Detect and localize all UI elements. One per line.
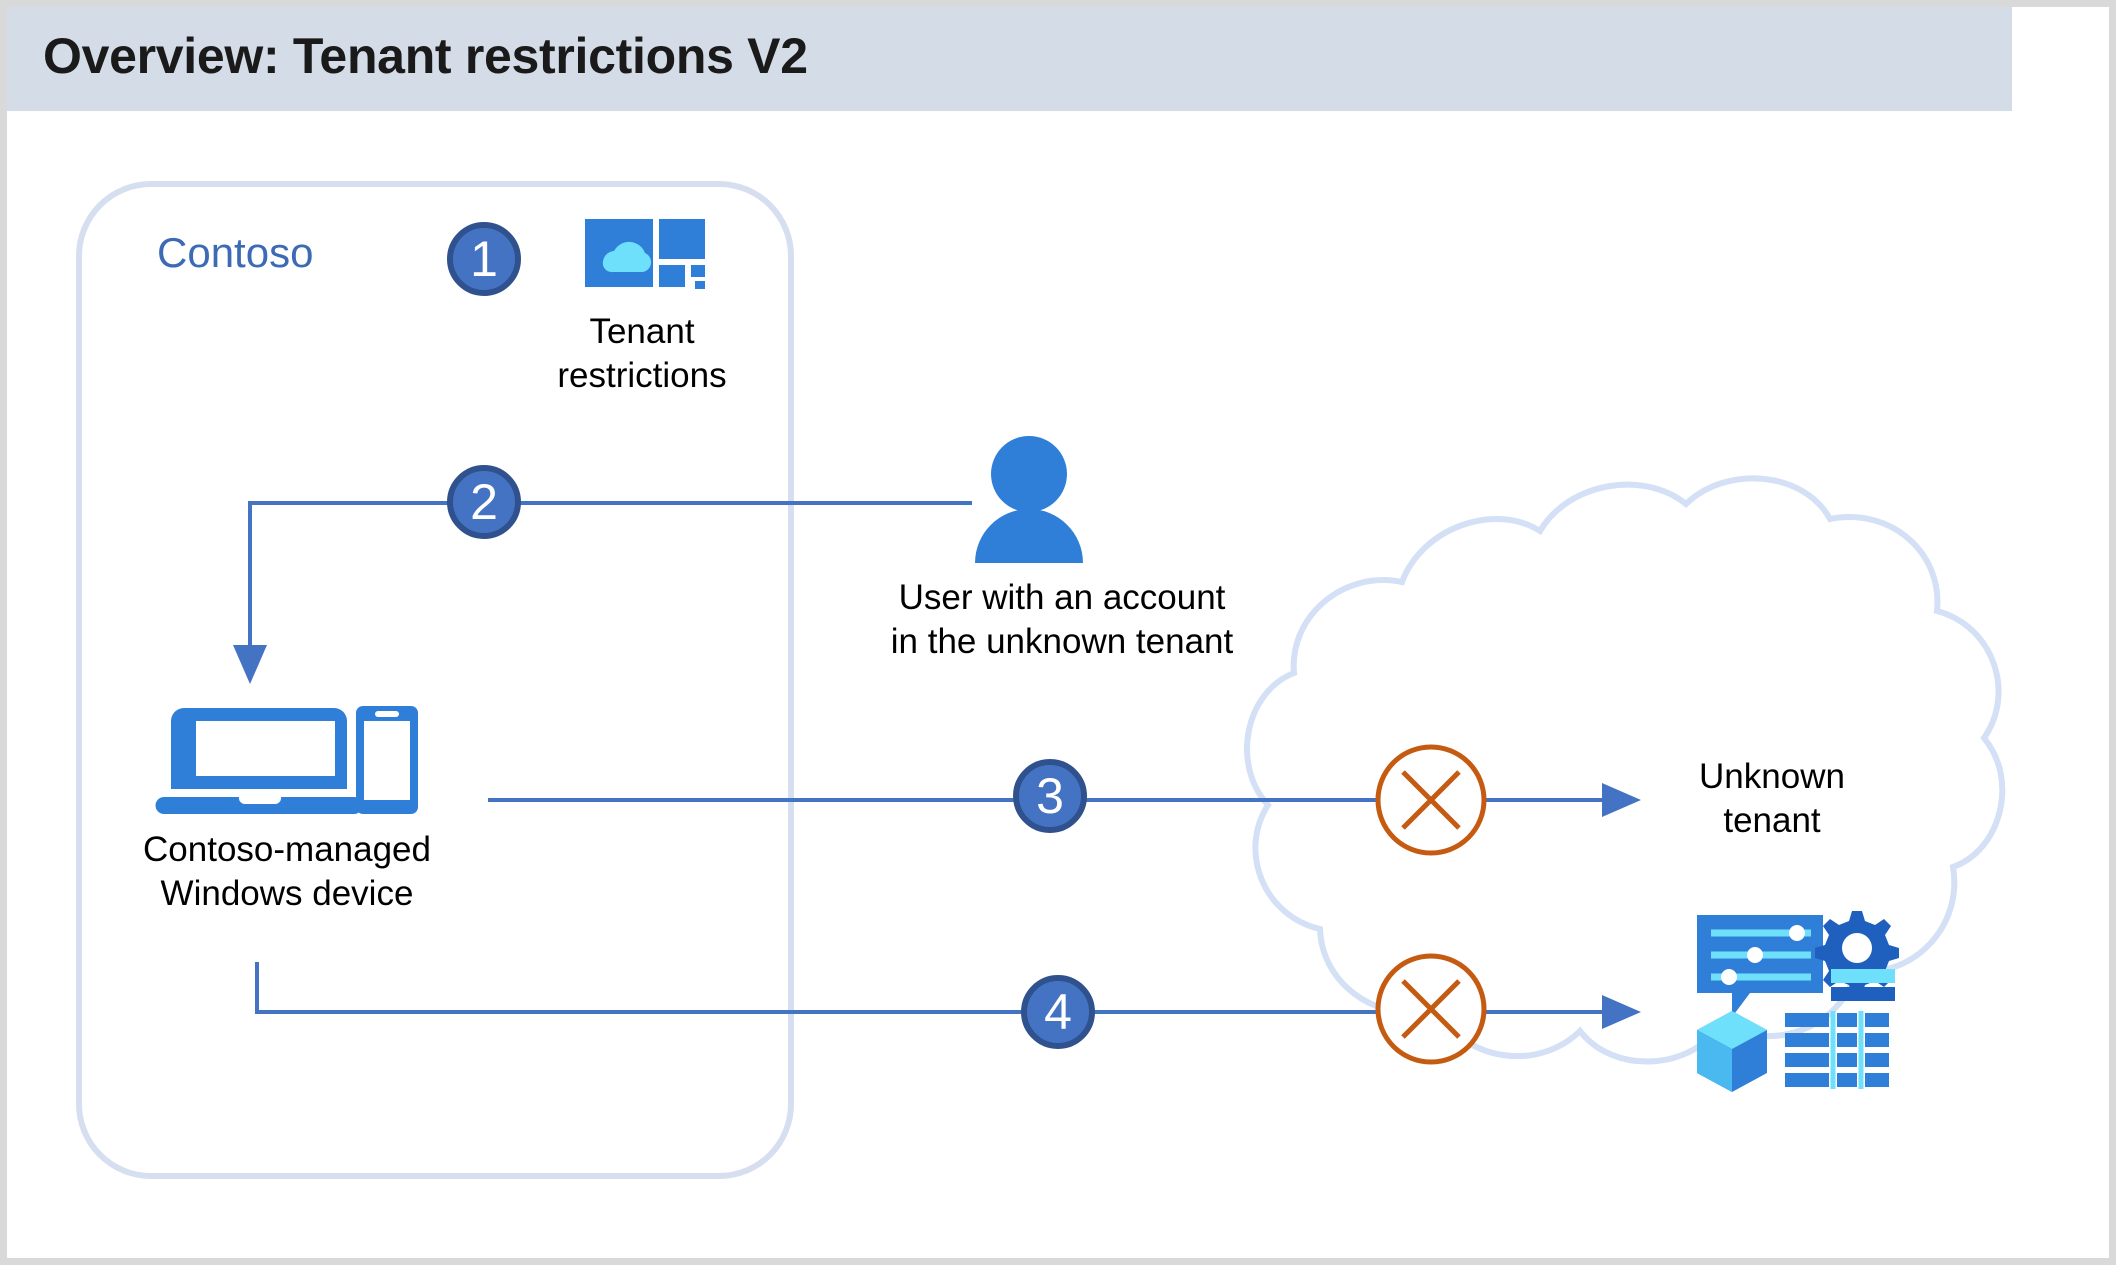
page-title: Overview: Tenant restrictions V2: [43, 28, 808, 84]
tenant-restrictions-label: Tenant restrictions: [557, 312, 727, 395]
cloud-services-icons: [1697, 911, 1899, 1092]
unknown-tenant-label: Unknown tenant: [1699, 757, 1845, 840]
step-badge-3: 3: [1013, 759, 1087, 833]
settings-bubble-icon: [1697, 915, 1823, 1017]
header-banner: Overview: Tenant restrictions V2: [7, 7, 2012, 111]
connector-step-2: [233, 501, 972, 684]
step-badge-2: 2: [447, 465, 521, 539]
cube-icon: [1697, 1011, 1767, 1092]
light-bar-icon: [1831, 969, 1895, 983]
contoso-container: [76, 181, 794, 1179]
dark-bar-icon: [1831, 987, 1895, 1001]
diagram-canvas: [76, 181, 2006, 1179]
contoso-label: Contoso: [157, 229, 314, 276]
blocked-marker-3: [1375, 744, 1487, 856]
laptop-and-phone-icon: [155, 706, 418, 814]
blocked-marker-4: [1375, 953, 1487, 1065]
data-grid-icon: [1785, 1011, 1889, 1089]
step-badge-1: 1: [447, 222, 521, 296]
tenant-restrictions-tiles-icon: [585, 219, 705, 289]
user-person-icon: [975, 436, 1083, 563]
step-badge-4: 4: [1021, 975, 1095, 1049]
connector-step-4: [255, 962, 1641, 1029]
device-label: Contoso-managed Windows device: [143, 830, 431, 913]
user-label: User with an account in the unknown tena…: [890, 578, 1234, 661]
